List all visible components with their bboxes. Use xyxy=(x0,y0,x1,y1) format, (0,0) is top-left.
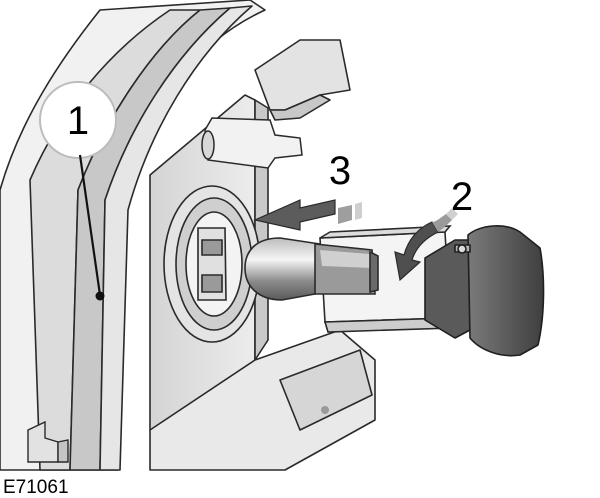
top-bracket xyxy=(254,39,351,121)
insert-arrow xyxy=(253,199,362,231)
callout-1-label: 1 xyxy=(67,99,89,143)
lower-clip xyxy=(27,420,69,463)
figure-code: E71061 xyxy=(3,477,69,498)
bulb-socket xyxy=(163,185,261,343)
locating-peg xyxy=(201,117,303,169)
twist-arrow xyxy=(394,208,458,282)
callout-1: 1 xyxy=(39,81,117,301)
bulb xyxy=(244,237,379,301)
bulb-holder xyxy=(424,225,545,357)
callout-2-label: 2 xyxy=(451,175,473,219)
callout-3-label: 3 xyxy=(329,149,351,193)
